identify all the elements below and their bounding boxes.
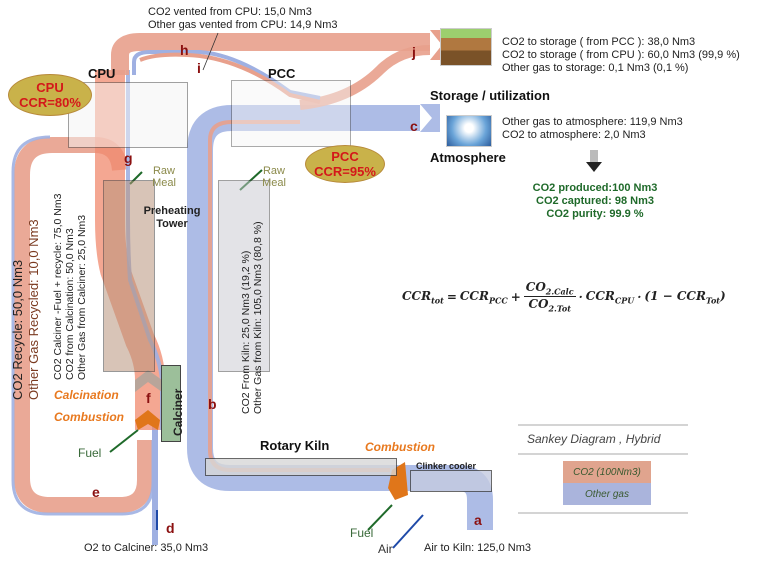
- storage-other-gas: Other gas to storage: 0,1 Nm3 (0,1 %): [502, 62, 689, 74]
- atmosphere-image: [446, 115, 492, 147]
- o2-calciner-annotation: O2 to Calciner: 35,0 Nm3: [84, 542, 209, 554]
- flow-label-g: g: [124, 150, 133, 166]
- air-arrow-kiln: [392, 514, 424, 549]
- formula-dot-1: ·: [578, 289, 583, 304]
- recycle-annotation: CO2 Recycle: 50,0 Nm3 Other Gas Recycled…: [10, 219, 42, 400]
- formula-term-last: (1 − CCRTot): [644, 288, 726, 306]
- raw-meal-label-left: Raw Meal: [152, 165, 176, 189]
- co2-captured: CO2 captured: 98 Nm3: [536, 195, 654, 207]
- calciner-out-annotation: CO2 Calciner -Fuel + recycle: 75,0 Nm3 C…: [52, 194, 88, 380]
- calciner-out-other-gas: Other Gas from Calciner: 25,0 Nm3: [76, 214, 88, 380]
- rotary-kiln-body: [205, 458, 397, 476]
- cpu-vent-annotation: CO2 vented from CPU: 15,0 Nm3 Other gas …: [148, 6, 338, 32]
- storage-image: [440, 28, 492, 66]
- storage-annotation: CO2 to storage ( from PCC ): 38,0 Nm3 CO…: [502, 36, 740, 75]
- pcc-title: PCC: [268, 66, 296, 81]
- ccr-formula: CCRtot = CCRPCC + CO2.Calc CO2.Tot · CCR…: [402, 280, 726, 314]
- clinker-cooler-title: Clinker cooler: [416, 461, 477, 471]
- flow-label-c: c: [410, 118, 418, 134]
- atmosphere-co2: CO2 to atmosphere: 2,0 Nm3: [502, 129, 646, 141]
- atmosphere-other-gas: Other gas to atmosphere: 119,9 Nm3: [502, 116, 683, 128]
- recycle-co2: CO2 Recycle: 50,0 Nm3: [10, 259, 25, 400]
- fuel-arrow-kiln: [367, 504, 393, 531]
- flow-label-h: h: [180, 42, 189, 58]
- preheating-tower-left: [103, 180, 155, 372]
- pcc-ccr-badge: PCC CCR=95%: [305, 145, 385, 183]
- cpu-ccr-line2: CCR=80%: [19, 95, 81, 110]
- flow-label-d: d: [166, 520, 175, 536]
- atmosphere-title: Atmosphere: [430, 150, 506, 165]
- flow-label-f: f: [146, 390, 151, 406]
- calciner-title: Calciner: [171, 388, 185, 436]
- legend-co2-label: CO2 (100Nm3): [573, 466, 641, 478]
- cpu-ccr-badge: CPU CCR=80%: [8, 74, 92, 116]
- cpu-vent-other: Other gas vented from CPU: 14,9 Nm3: [148, 19, 338, 31]
- preheating-tower-right: [218, 180, 270, 372]
- calciner-vessel: [161, 365, 181, 442]
- formula-lhs: CCRtot: [402, 288, 444, 306]
- kiln-out-co2: CO2 From Kiln: 25,0 Nm3 (19,2 %): [240, 250, 252, 414]
- formula-equals: =: [446, 289, 457, 304]
- calciner-combustion-label: Combustion: [54, 410, 124, 424]
- formula-term-pcc: CCRPCC: [459, 288, 508, 306]
- flow-label-a: a: [474, 512, 482, 528]
- cpu-title: CPU: [88, 66, 116, 81]
- flow-pcc-to-storage: [299, 45, 431, 110]
- summary-arrow-shaft: [590, 150, 598, 162]
- cpu-ccr-line1: CPU: [36, 80, 64, 95]
- formula-denominator: CO2.Tot: [528, 297, 571, 314]
- flow-j-arrowhead: [430, 30, 442, 60]
- formula-dot-2: ·: [637, 289, 642, 304]
- flow-label-i: i: [197, 60, 201, 76]
- flow-e-recycle-othergas: [11, 135, 155, 516]
- legend-other-label: Other gas: [585, 488, 629, 500]
- cpu-vent-leader-line: [202, 32, 219, 71]
- calciner-out-co2-total: CO2 Calciner -Fuel + recycle: 75,0 Nm3: [52, 193, 64, 380]
- pcc-unit-box: [231, 80, 351, 147]
- clinker-cooler-body: [410, 470, 492, 492]
- co2-summary: CO2 produced:100 Nm3 CO2 captured: 98 Nm…: [525, 182, 665, 221]
- kiln-fuel-label: Fuel: [350, 526, 374, 540]
- legend-co2-swatch: CO2 (100Nm3): [563, 461, 651, 483]
- storage-title: Storage / utilization: [430, 88, 550, 103]
- kiln-combustion-label: Combustion: [365, 440, 435, 454]
- flow-c-arrowhead: [420, 104, 440, 132]
- atmosphere-annotation: Other gas to atmosphere: 119,9 Nm3 CO2 t…: [502, 116, 683, 142]
- legend-title: Sankey Diagram , Hybrid: [527, 432, 661, 446]
- calciner-chevron-icon: [135, 370, 162, 392]
- raw-meal-label-right: Raw Meal: [262, 165, 286, 189]
- storage-co2-pcc: CO2 to storage ( from PCC ): 38,0 Nm3: [502, 36, 696, 48]
- formula-term-cpu: CCRCPU: [585, 288, 635, 306]
- calciner-fuel-label: Fuel: [78, 446, 102, 460]
- flow-label-j: j: [412, 44, 416, 60]
- calciner-out-co2-calcination: CO2 from Calcination: 50,0 Nm3: [64, 228, 76, 380]
- formula-numerator: CO2.Calc: [523, 280, 576, 298]
- flow-label-b: b: [208, 396, 217, 412]
- calciner-flame-icon: [135, 410, 160, 430]
- flow-i-cpu-vent: [132, 50, 321, 100]
- summary-arrow-head: [586, 162, 602, 172]
- flow-h-cpu-to-storage: [111, 33, 430, 75]
- recycle-other-gas: Other Gas Recycled: 10,0 Nm3: [26, 219, 41, 400]
- formula-fraction: CO2.Calc CO2.Tot: [523, 280, 576, 314]
- kiln-air-label: Air: [378, 542, 393, 556]
- co2-produced: CO2 produced:100 Nm3: [532, 182, 658, 194]
- pcc-ccr-line2: CCR=95%: [314, 164, 376, 179]
- preheating-tower-title: Preheating Tower: [143, 205, 201, 230]
- kiln-out-other-gas: Other Gas from Kiln: 105,0 Nm3 (80,8 %): [252, 221, 264, 414]
- air-kiln-annotation: Air to Kiln: 125,0 Nm3: [424, 542, 531, 554]
- co2-purity: CO2 purity: 99.9 %: [546, 208, 644, 220]
- cpu-vent-co2: CO2 vented from CPU: 15,0 Nm3: [148, 6, 312, 18]
- kiln-out-annotation: CO2 From Kiln: 25,0 Nm3 (19,2 %) Other G…: [240, 221, 264, 414]
- storage-co2-cpu: CO2 to storage ( from CPU ): 60,0 Nm3 (9…: [502, 49, 740, 61]
- legend-other-swatch: Other gas: [563, 483, 651, 505]
- formula-plus: +: [510, 289, 521, 304]
- pcc-ccr-line1: PCC: [331, 149, 359, 164]
- fuel-arrow-calciner: [109, 429, 139, 453]
- calcination-label: Calcination: [54, 388, 119, 402]
- flow-label-e: e: [92, 484, 100, 500]
- rotary-kiln-title: Rotary Kiln: [260, 438, 330, 453]
